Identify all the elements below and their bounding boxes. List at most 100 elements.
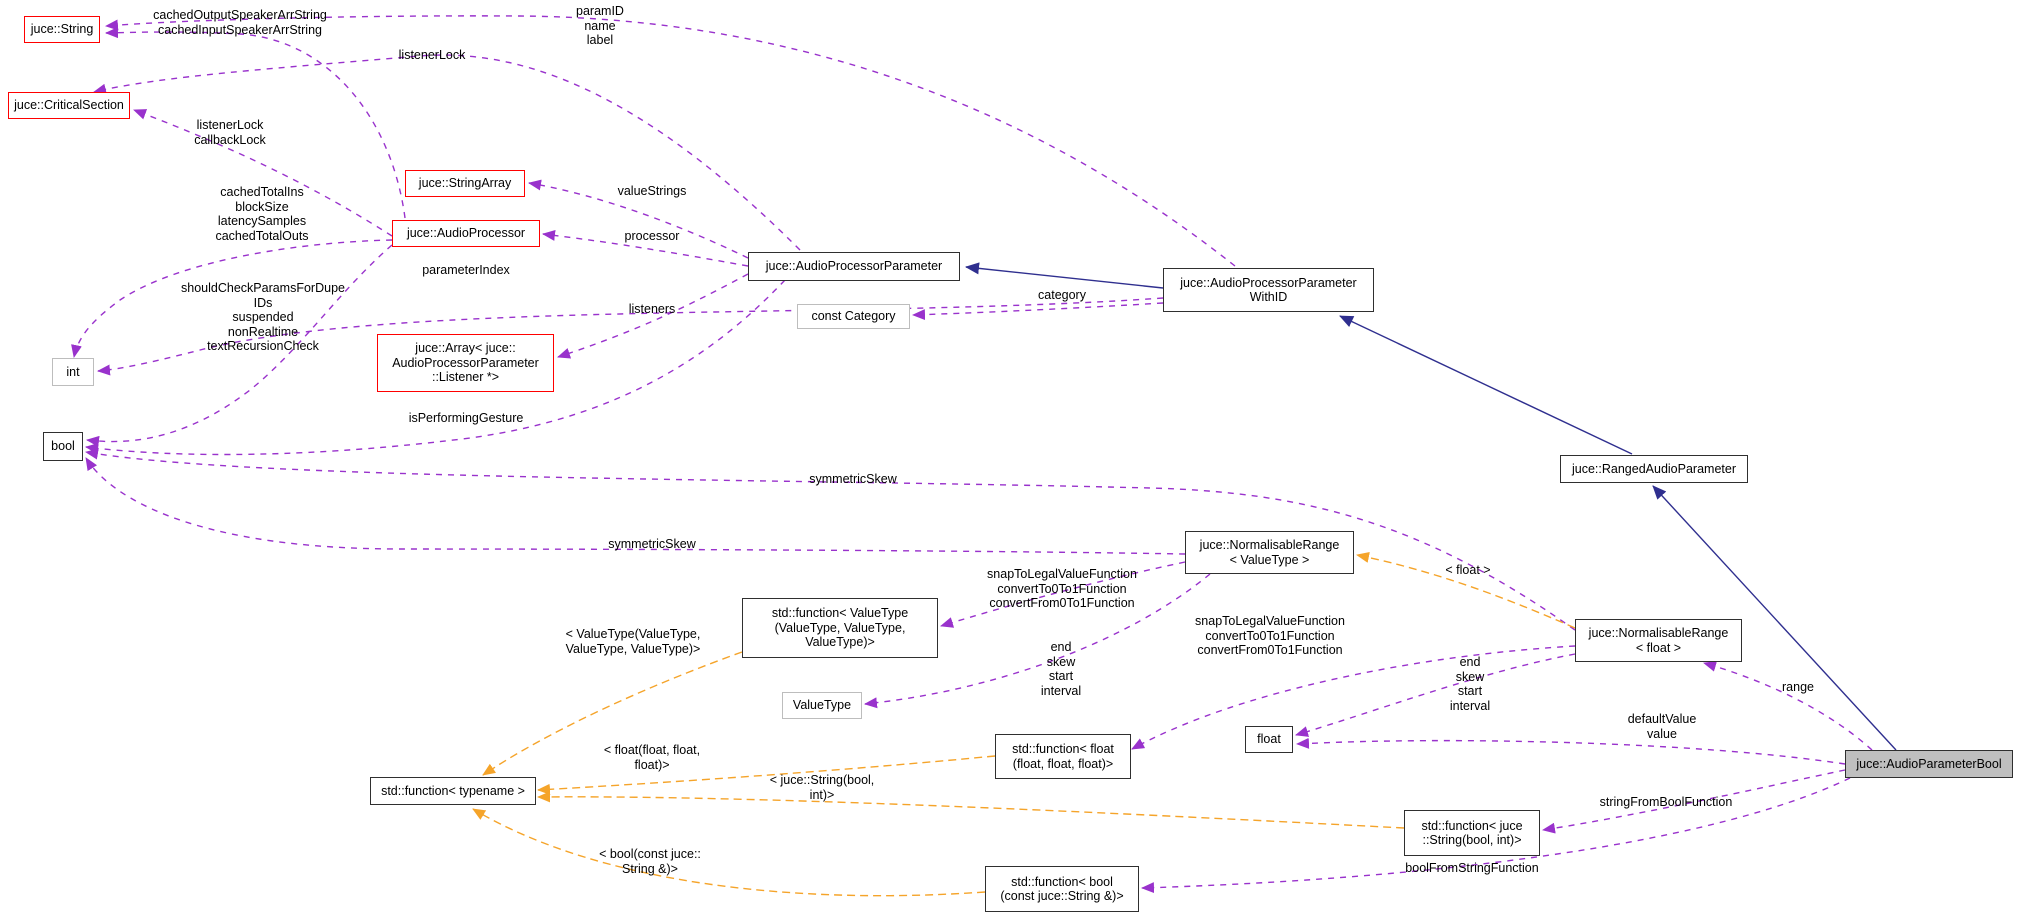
edge-label-paramid-name-label: paramID name label — [576, 4, 624, 47]
node-label: juce::NormalisableRange — [1588, 626, 1729, 640]
edge-processor — [542, 229, 749, 267]
edge-template-float-range — [1356, 552, 1576, 629]
edge-bool-from-string — [1141, 777, 1851, 894]
node-label: < float > — [1635, 640, 1682, 655]
edge-template-fn-valuetype — [482, 651, 743, 776]
node-label: juce::RangedAudioParameter — [1572, 461, 1736, 476]
node-label: bool — [51, 439, 75, 454]
node-float: float — [1245, 726, 1293, 753]
node-juce-array-listener[interactable]: juce::Array< juce:: AudioProcessorParame… — [377, 334, 554, 392]
node-label: AudioProcessorParameter — [392, 355, 539, 370]
node-label: std::function< juce — [1421, 818, 1523, 833]
node-label: juce::AudioProcessorParameter — [1180, 275, 1357, 290]
node-juce-string-array[interactable]: juce::StringArray — [405, 170, 525, 197]
node-std-function-bool: std::function< bool (const juce::String … — [985, 866, 1139, 912]
node-juce-critical-section[interactable]: juce::CriticalSection — [8, 92, 130, 119]
edge-inherit-withid-to-parameter — [965, 262, 1164, 289]
node-label: const Category — [811, 309, 896, 324]
node-label: int — [66, 364, 80, 379]
node-label: juce::AudioProcessorParameter — [765, 259, 943, 274]
edge-paramid — [105, 15, 1236, 267]
edge-label-range: range — [1782, 680, 1814, 694]
node-label: ::Listener *> — [431, 370, 500, 385]
node-juce-ranged-audio-parameter[interactable]: juce::RangedAudioParameter — [1560, 455, 1748, 483]
node-const-category: const Category — [797, 304, 910, 329]
node-label: ValueType)> — [805, 635, 875, 650]
node-std-function-float: std::function< float (float, float, floa… — [995, 734, 1131, 779]
edge-symmetric-skew-1 — [85, 448, 1576, 631]
edge-label-cached-totals: cachedTotalIns blockSize latencySamples … — [215, 185, 309, 243]
edge-listener-callback-lock — [133, 109, 393, 237]
edge-label-end-skew-2: end skew start interval — [1449, 655, 1491, 713]
edge-label-valuetype-template-arg: < ValueType(ValueType, ValueType, ValueT… — [565, 627, 701, 656]
node-label: ValueType — [792, 698, 852, 713]
node-std-function-juce-string: std::function< juce ::String(bool, int)> — [1404, 810, 1540, 856]
edge-snap-functions-float — [1131, 645, 1576, 750]
node-label: < ValueType > — [1229, 552, 1310, 567]
edge-listener-lock — [93, 54, 801, 251]
node-label: juce::AudioProcessor — [406, 226, 526, 241]
edge-label-symmetric-skew-1: symmetricSkew — [809, 472, 897, 486]
edge-range — [1703, 661, 1873, 751]
node-std-function-typename: std::function< typename > — [370, 777, 536, 805]
edge-label-listener-lock: listenerLock — [398, 48, 466, 62]
node-valuetype: ValueType — [782, 692, 862, 719]
edge-label-category: category — [1038, 288, 1086, 302]
edge-inherit-ranged-to-withid — [1339, 315, 1633, 455]
edge-label-float-template-arg: < float > — [1445, 563, 1491, 577]
edge-label-end-skew-1: end skew start interval — [1040, 640, 1082, 698]
node-label: juce::Array< juce:: — [415, 341, 516, 356]
edge-label-parameter-index: parameterIndex — [422, 263, 510, 277]
node-label: WithID — [1249, 290, 1288, 304]
edge-is-performing-gesture — [85, 279, 786, 456]
node-label: (const juce::String &)> — [1000, 889, 1124, 903]
edge-end-skew-float — [1295, 653, 1576, 737]
edge-label-should-check: shouldCheckParamsForDupe IDs suspended n… — [181, 281, 345, 353]
edge-label-cached-speaker-strings: cachedOutputSpeakerArrString cachedInput… — [153, 8, 327, 37]
edge-category — [912, 302, 1164, 321]
edge-label-bool-template-arg: < bool(const juce:: String &)> — [599, 847, 701, 876]
node-bool: bool — [43, 432, 83, 461]
edge-snap-functions-valuetype — [940, 561, 1186, 628]
node-juce-string[interactable]: juce::String — [24, 16, 100, 43]
edge-label-string-from-bool: stringFromBoolFunction — [1599, 795, 1733, 809]
edge-should-check — [86, 244, 393, 447]
node-juce-audio-parameter-bool: juce::AudioParameterBool — [1845, 750, 2013, 778]
edge-label-snap-functions-right: snapToLegalValueFunction convertTo0To1Fu… — [1195, 614, 1345, 657]
node-label: ::String(bool, int)> — [1422, 833, 1522, 847]
node-label: juce::NormalisableRange — [1199, 538, 1340, 552]
node-label: juce::String — [30, 22, 94, 37]
node-juce-normalisable-range-float[interactable]: juce::NormalisableRange < float > — [1575, 619, 1742, 662]
edge-label-snap-functions-left: snapToLegalValueFunction convertTo0To1Fu… — [987, 567, 1137, 610]
node-label: (ValueType, ValueType, — [774, 620, 906, 635]
edge-string-from-bool — [1542, 769, 1846, 834]
edge-label-listeners: listeners — [628, 302, 676, 316]
node-juce-audio-processor-parameter-with-id[interactable]: juce::AudioProcessorParameter WithID — [1163, 268, 1374, 312]
edge-label-float-fn-template-arg: < float(float, float, float)> — [603, 743, 701, 772]
edge-cached-totals — [71, 239, 393, 358]
edge-label-processor: processor — [624, 229, 680, 243]
edge-symmetric-skew-2 — [85, 457, 1186, 555]
node-std-function-valuetype: std::function< ValueType (ValueType, Val… — [742, 598, 938, 658]
node-juce-normalisable-range-valuetype[interactable]: juce::NormalisableRange < ValueType > — [1185, 531, 1354, 574]
edge-label-default-value: defaultValue value — [1627, 712, 1697, 741]
node-juce-audio-processor[interactable]: juce::AudioProcessor — [392, 220, 540, 247]
node-label: std::function< float — [1012, 742, 1114, 756]
edge-label-bool-from-string: boolFromStringFunction — [1405, 861, 1539, 875]
edge-label-is-performing-gesture: isPerformingGesture — [408, 411, 524, 425]
edge-label-listener-callback-lock: listenerLock callbackLock — [194, 118, 266, 147]
edge-cached-speaker-strings — [105, 27, 406, 219]
node-juce-audio-processor-parameter[interactable]: juce::AudioProcessorParameter — [748, 252, 960, 281]
node-label: std::function< bool — [1011, 874, 1113, 889]
node-label: float — [1257, 732, 1281, 747]
node-label: std::function< ValueType — [771, 606, 909, 621]
edge-label-juce-string-template-arg: < juce::String(bool, int)> — [769, 773, 875, 802]
edge-template-fn-juce-string — [537, 791, 1405, 829]
node-label: std::function< typename > — [381, 783, 525, 798]
node-int: int — [52, 358, 94, 386]
edge-default-value — [1296, 737, 1846, 765]
edge-inherit-parambool-to-ranged — [1652, 485, 1897, 751]
node-label: juce::CriticalSection — [14, 98, 124, 113]
